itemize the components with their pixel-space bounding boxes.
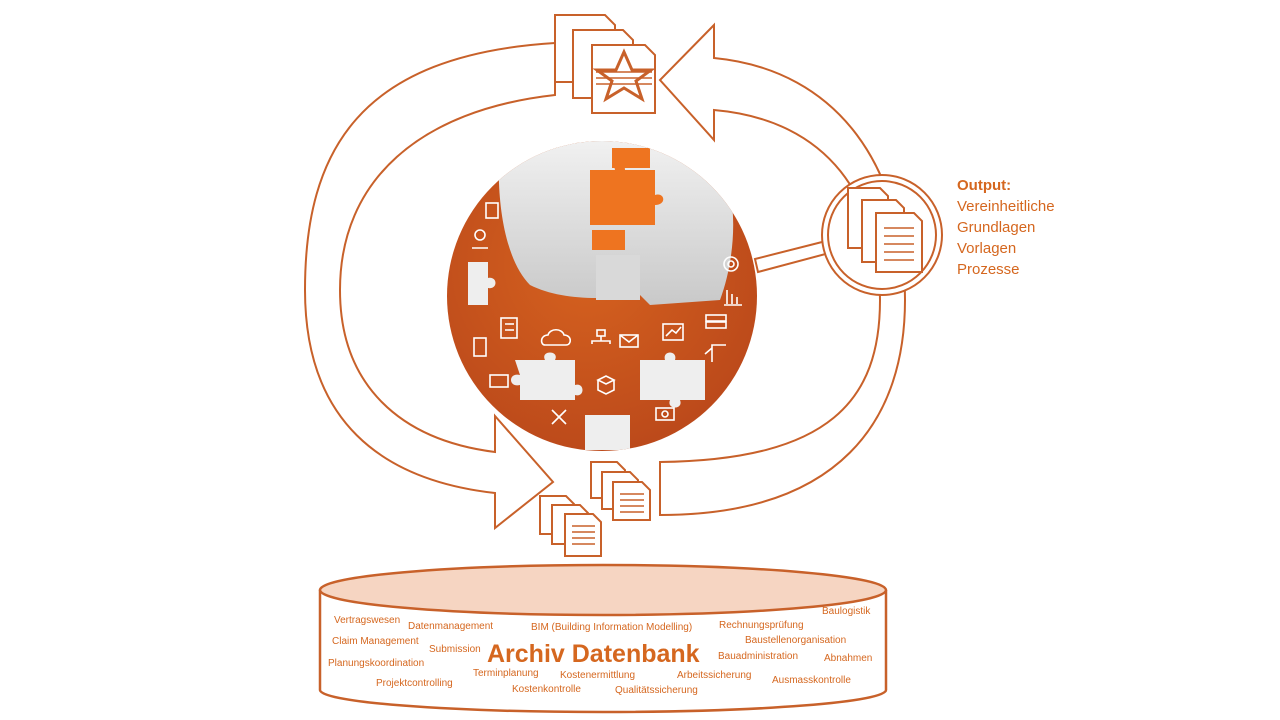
archive-document-stack <box>539 495 602 557</box>
keyword-bim: BIM (Building Information Modelling) <box>531 622 693 633</box>
database-title: Archiv Datenbank <box>487 640 700 668</box>
output-heading: Output: <box>957 177 1012 194</box>
puzzle-piece <box>468 262 496 305</box>
box-icon <box>596 375 616 395</box>
keyword-datenmanagement: Datenmanagement <box>408 621 494 632</box>
keyword-terminplanung: Terminplanung <box>473 668 539 679</box>
output-legend: Output: Vereinheitliche Grundlagen Vorla… <box>957 175 1055 280</box>
output-item: Vereinheitliche <box>957 198 1055 215</box>
puzzle-piece <box>640 352 705 408</box>
database-cylinder <box>318 563 888 714</box>
gear-icon <box>723 256 739 272</box>
magnifier-icon <box>753 174 943 296</box>
keyword-submission: Submission <box>429 644 481 655</box>
crane-icon <box>704 344 726 362</box>
keyword-bauadministration: Bauadministration <box>718 651 799 662</box>
envelope-icon <box>619 334 639 348</box>
checklist-icon <box>500 317 518 339</box>
puzzle-piece <box>511 352 583 400</box>
keyword-abnahmen: Abnahmen <box>824 653 873 664</box>
brick-icon <box>489 374 509 388</box>
books-icon <box>705 314 727 329</box>
keyword-arbeitssicherung: Arbeitssicherung <box>677 670 752 681</box>
clipboard-icon <box>485 202 499 219</box>
keyword-planungskoordination: Planungskoordination <box>328 658 425 669</box>
worker-icon <box>472 229 488 249</box>
template-document-stack <box>554 14 656 114</box>
puzzle-circle-image <box>447 141 757 451</box>
cloud-icon <box>540 328 572 346</box>
tools-icon <box>551 409 567 425</box>
keyword-ausmasskontrolle: Ausmasskontrolle <box>772 675 851 686</box>
bar-chart-icon <box>724 290 742 306</box>
keyword-kostenermittlung: Kostenermittlung <box>560 670 636 681</box>
output-item: Vorlagen <box>957 240 1017 257</box>
keyword-kostenkontrolle: Kostenkontrolle <box>512 684 581 695</box>
output-item: Prozesse <box>957 261 1020 278</box>
keyword-baulogistik: Baulogistik <box>822 606 871 617</box>
keyword-projektcontrolling: Projektcontrolling <box>376 678 453 689</box>
keyword-claim-management: Claim Management <box>332 636 419 647</box>
puzzle-piece <box>585 415 630 450</box>
camera-icon <box>655 407 675 421</box>
input-document-stack <box>590 461 651 521</box>
keyword-rechnungspruefung: Rechnungsprüfung <box>719 620 804 631</box>
calculator-icon <box>473 337 487 357</box>
star-icon <box>592 48 656 103</box>
left-cycle-arrow <box>303 41 556 531</box>
line-chart-icon <box>662 323 684 341</box>
keyword-vertragswesen: Vertragswesen <box>334 615 401 626</box>
keyword-qualitaetssicherung: Qualitätssicherung <box>615 685 698 696</box>
output-item: Grundlagen <box>957 219 1036 236</box>
keyword-baustellenorganisation: Baustellenorganisation <box>745 635 847 646</box>
hierarchy-icon <box>591 329 611 344</box>
